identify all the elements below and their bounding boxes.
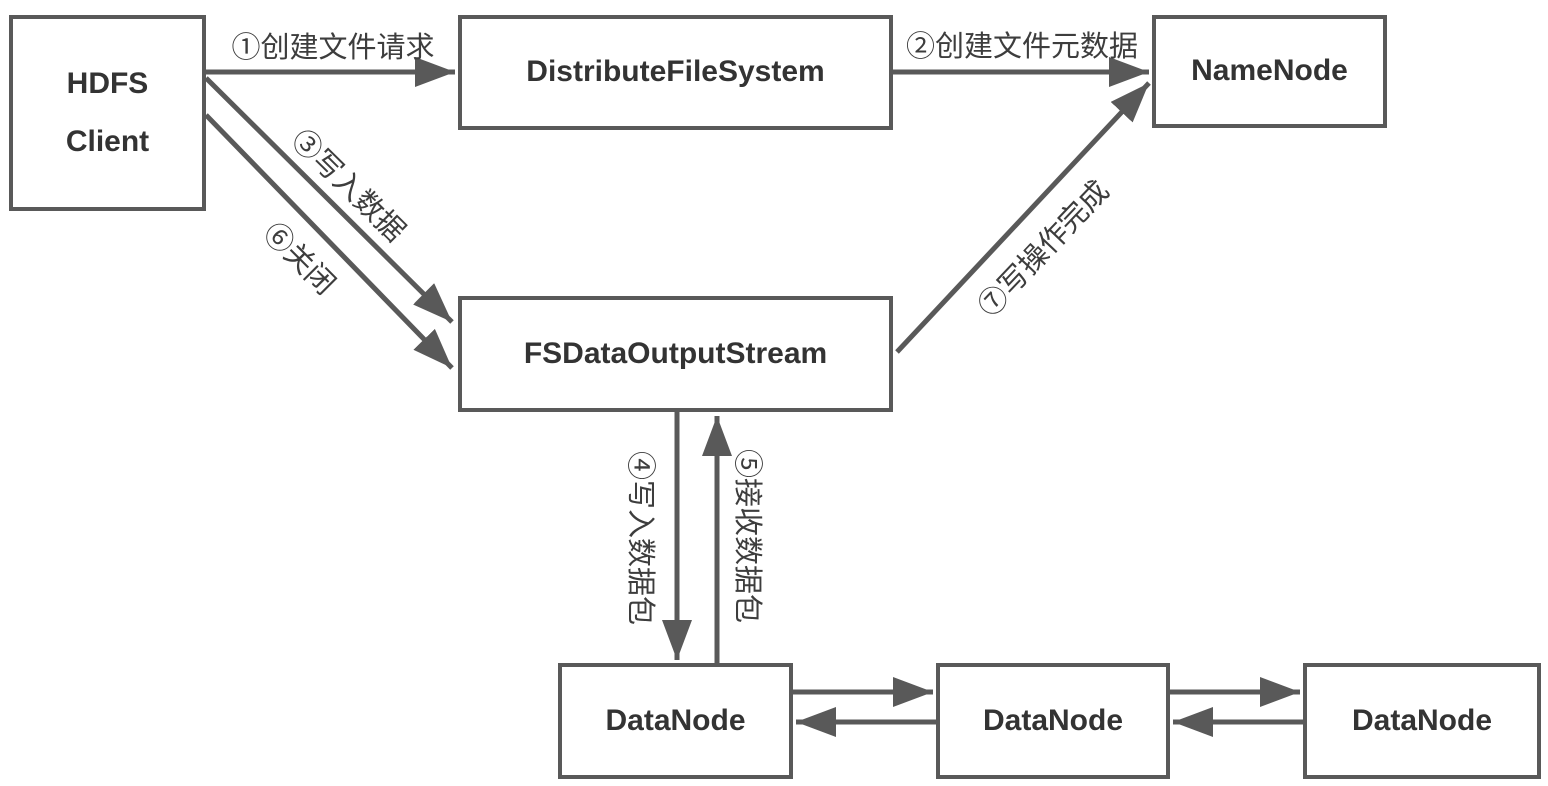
arrow-step7-write-complete (895, 81, 1151, 354)
node-data-node-3: DataNode (1303, 663, 1541, 779)
name-node-label: NameNode (1191, 54, 1348, 88)
data-node-2-label: DataNode (982, 703, 1124, 737)
edge-label-step2: ②创建文件元数据 (905, 31, 1139, 63)
hdfs-client-label-line1: HDFS (66, 66, 149, 100)
node-hdfs-client: HDFS Client (9, 15, 206, 211)
node-fs-data-output-stream: FSDataOutputStream (458, 296, 893, 412)
edge-label-step4: ④写入数据包 (624, 450, 656, 626)
distribute-file-system-label: DistributeFileSystem (526, 55, 825, 89)
hdfs-client-label-line2: Client (65, 125, 150, 158)
arrow-step6-close (204, 113, 454, 370)
edge-label-step5: ⑤接收数据包 (731, 448, 763, 624)
fs-data-output-stream-label: FSDataOutputStream (523, 336, 828, 370)
node-data-node-2: DataNode (936, 663, 1170, 779)
data-node-3-label: DataNode (1351, 703, 1493, 737)
node-distribute-file-system: DistributeFileSystem (458, 15, 893, 130)
node-name-node: NameNode (1152, 15, 1387, 128)
arrow-step3-write-data (204, 76, 454, 324)
edge-label-step1: ①创建文件请求 (231, 32, 435, 64)
node-data-node-1: DataNode (558, 663, 793, 779)
data-node-1-label: DataNode (605, 703, 746, 737)
